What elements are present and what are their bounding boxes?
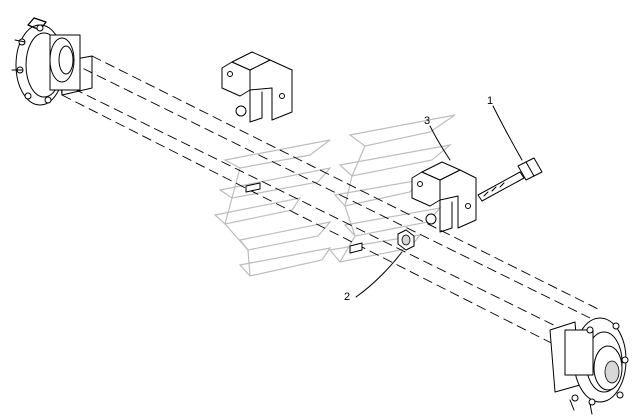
left-wheel-hub xyxy=(11,17,81,106)
upper-bracket xyxy=(221,51,293,123)
watermark-logo xyxy=(213,114,456,277)
callout-label-2: 2 xyxy=(344,291,350,303)
nut-part-2 xyxy=(397,229,415,251)
callout-leaders xyxy=(355,105,523,298)
axle-beam xyxy=(59,55,601,356)
right-wheel-hub xyxy=(549,317,629,415)
bracket-part-3 xyxy=(411,161,477,233)
callout-label-1: 1 xyxy=(487,95,493,107)
axle-keys xyxy=(245,182,363,254)
callout-label-3: 3 xyxy=(424,115,430,127)
bolt-part-1 xyxy=(477,157,543,202)
